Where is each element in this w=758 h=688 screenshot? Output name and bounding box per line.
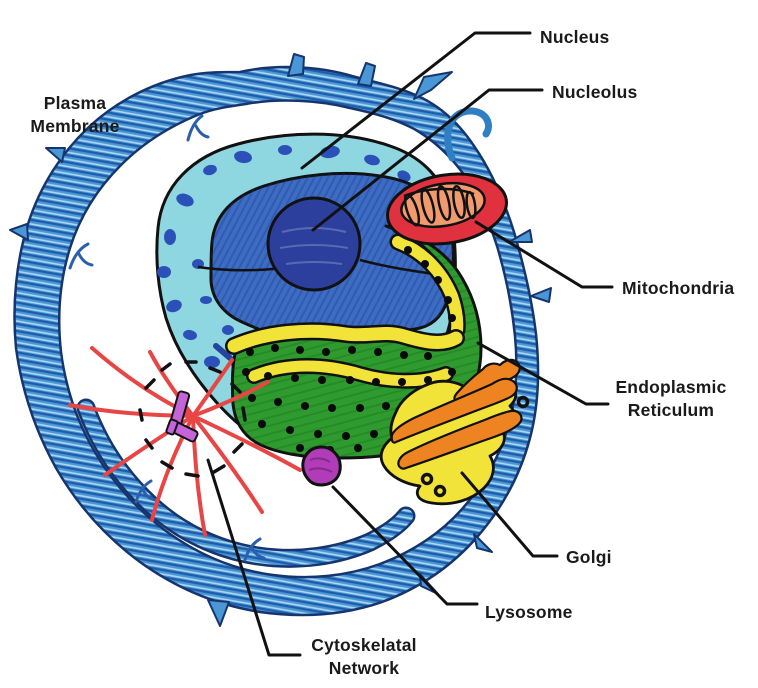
lysosome [301,445,342,487]
membrane-band [13,65,540,617]
cytoskeletal-leader-line [206,458,302,657]
plasma-membrane-label-line1: Plasma [44,93,107,113]
plasma-membrane-label-line2: Membrane [30,116,119,136]
lysosome-texture [308,457,333,473]
centrioles [165,390,199,443]
lysosome-label: Lysosome [485,602,573,622]
nucleus-label: Nucleus [540,27,610,47]
nucleus-leader-line [300,31,532,170]
mitochondria-label: Mitochondria [622,278,734,298]
cytoskeleton-dashes [138,360,247,478]
cytoskeletal-label-line2: Network [329,658,400,678]
membrane-hook [444,107,492,162]
nucleolus-leader-line [311,88,544,232]
leader-lines [206,31,614,657]
golgi-apparatus [379,358,530,506]
er-label-line2: Reticulum [628,400,714,420]
membrane-spikes [9,53,552,627]
cytoskeletal-label-line1: Cytoskelatal [311,635,417,655]
mitochondria-cristae [403,184,477,227]
cytoplasm-squiggles [68,114,266,562]
er-ribbons [225,233,466,389]
golgi-leader-line [460,471,559,558]
golgi-cisternae [390,358,523,470]
nucleolus [266,196,362,292]
mitochondria-leader-line [474,220,614,289]
golgi-vesicles [420,395,530,498]
er-label-line1: Endoplasmic [615,377,726,397]
labels: Plasma Membrane Nucleus Nucleolus Mitoch… [30,27,734,678]
lysosome-body [301,445,342,487]
cytoskeletal-network [68,346,302,537]
nucleolus-label: Nucleolus [552,82,637,102]
lysosome-leader-line [331,485,479,606]
golgi-label: Golgi [566,547,612,567]
er-leader-line [476,341,610,406]
mitochondria [386,172,508,246]
